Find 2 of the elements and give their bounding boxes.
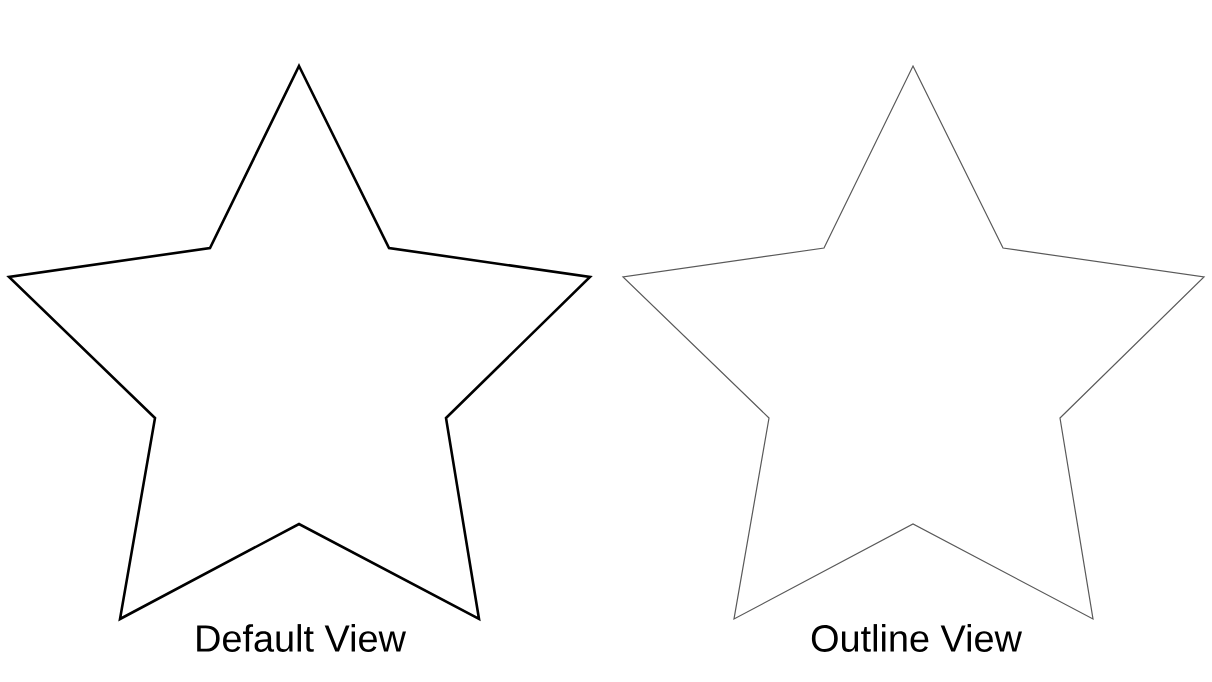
caption-text: Outline View [811, 624, 1022, 652]
caption-text: Default View [197, 624, 406, 652]
